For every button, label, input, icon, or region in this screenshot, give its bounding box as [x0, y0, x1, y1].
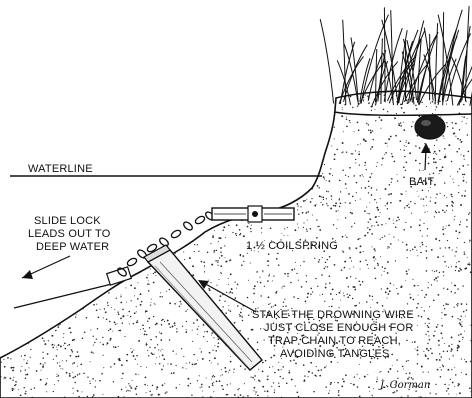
waterline-label: WATERLINE — [28, 163, 93, 175]
slide-lock-arrowhead — [22, 270, 33, 279]
bait-icon — [415, 115, 445, 139]
stake-note-line1: STAKE THE DROWNING WIRE — [252, 309, 414, 321]
slide-lock-label-line2: LEADS OUT TO — [28, 228, 111, 240]
stake-note-line4: AVOIDING TANGLES — [280, 348, 390, 360]
grass-tuft — [320, 6, 472, 106]
bait-label: BAIT — [409, 176, 434, 188]
coilspring-trap-icon — [212, 206, 294, 222]
stake-note-line3: TRAP CHAIN TO REACH, — [268, 335, 401, 347]
artist-signature: J. Gorman — [378, 380, 430, 391]
stake-note-line2: JUST CLOSE ENOUGH FOR — [264, 322, 413, 334]
slide-lock-label-line3: DEEP WATER — [36, 241, 109, 253]
coilspring-label: 1 ½ COILSPRING — [246, 240, 338, 252]
slide-lock-label-line1: SLIDE LOCK — [34, 215, 101, 227]
